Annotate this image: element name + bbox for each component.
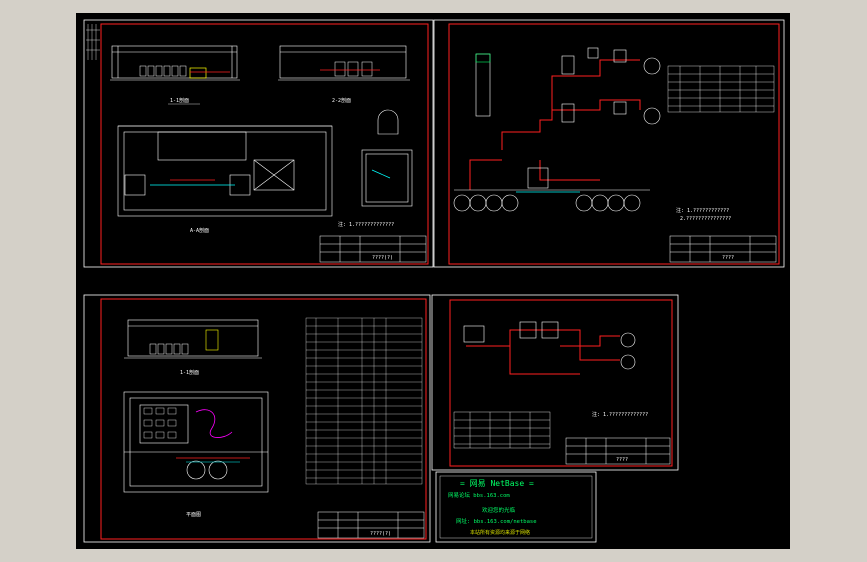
s1-top-right-label: 2-2剖面 xyxy=(332,97,351,104)
schedule-table-4 xyxy=(453,411,551,449)
s4-note: 注: 1.????????????? xyxy=(592,411,648,418)
grid-of-units-3 xyxy=(143,407,177,439)
s1-top-left-label: 1-1剖面 xyxy=(170,97,189,104)
section-drawing-3 xyxy=(124,319,262,359)
watermark-line2: 网易论坛 bbs.163.com xyxy=(448,491,510,499)
equipment-row-3 xyxy=(149,343,189,355)
title-block-2 xyxy=(669,235,777,263)
section-2-2-drawing xyxy=(278,45,410,81)
s3-section-label: 1-1剖面 xyxy=(180,369,199,376)
sheet-2[interactable]: 注: 1.???????????? 2.??????????????? ???? xyxy=(433,19,785,268)
sheet-4[interactable]: 注: 1.????????????? ???? xyxy=(431,294,679,471)
watermark-box: = 网易 NetBase = 网易论坛 bbs.163.com 欢迎您的光临 网… xyxy=(435,471,597,543)
title-block-4-caption: ???? xyxy=(616,457,628,463)
plan-drawing-3 xyxy=(123,391,269,493)
detail-drawing xyxy=(361,109,413,207)
watermark-line3: 欢迎您的光临 xyxy=(482,506,516,514)
watermark-line4: 网址: bbs.163.com/netbase xyxy=(456,517,537,525)
title-block-3-caption: ????(?) xyxy=(370,531,391,537)
sheet-3[interactable]: 1-1剖面 平面图 xyxy=(83,294,431,543)
title-block-1 xyxy=(319,235,427,263)
title-block-4 xyxy=(565,437,671,465)
highlight-equipment xyxy=(189,67,207,79)
pumps-and-vessels xyxy=(527,47,661,189)
s3-plan-label: 平面图 xyxy=(186,512,201,518)
material-table-3 xyxy=(305,317,423,485)
schedule-table-2 xyxy=(667,65,775,113)
binding-strip xyxy=(86,24,100,60)
sheet-1[interactable]: 1-1剖面 2-2剖面 A-A剖面 xyxy=(83,19,434,268)
watermark-line1: = 网易 NetBase = xyxy=(460,479,534,488)
equipment-row-1 xyxy=(139,65,187,77)
piping-network xyxy=(469,59,641,190)
title-block-3 xyxy=(317,511,425,539)
cooling-units-right xyxy=(575,194,641,212)
watermark-line5: 本站所有资源均来源于网络 xyxy=(470,529,530,536)
s1-bottom-label: A-A剖面 xyxy=(190,227,209,234)
s2-note-1: 注: 1.???????????? xyxy=(676,207,729,214)
plan-drawing xyxy=(117,125,333,217)
s1-note: 注: 1.????????????? xyxy=(338,221,394,228)
section-1-1-drawing xyxy=(110,45,240,81)
equipment-4 xyxy=(463,321,636,370)
title-block-1-caption: ????(?) xyxy=(372,255,393,261)
title-block-2-caption: ???? xyxy=(722,255,734,261)
cooling-units-left xyxy=(453,194,519,212)
piping-network-4 xyxy=(466,329,620,375)
equipment-row-2 xyxy=(334,61,373,77)
s2-note-2: 2.??????????????? xyxy=(680,216,731,222)
